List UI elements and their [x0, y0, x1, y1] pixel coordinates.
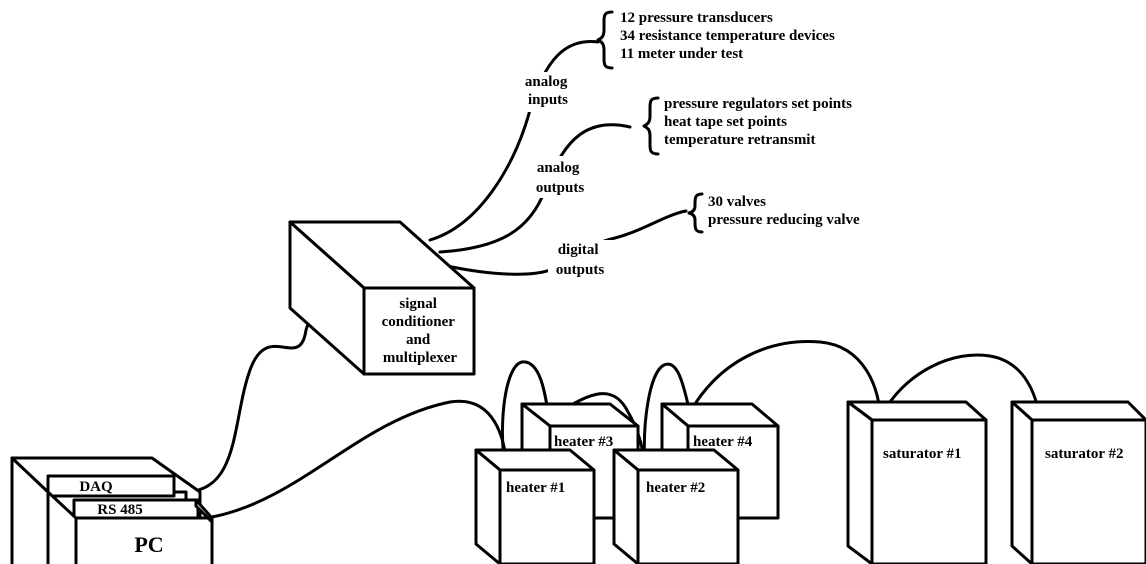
digital-outputs-group: digital outputs 30 valves pressure reduc… [548, 192, 860, 280]
rs485-label: RS 485 [97, 502, 142, 518]
analog-input-item: 34 resistance temperature devices [620, 28, 835, 44]
analog-outputs-label: analog outputs [536, 160, 585, 196]
analog-input-item: 11 meter under test [620, 46, 743, 62]
heater-1: heater #1 [474, 448, 596, 564]
saturator-1-label: saturator #1 [883, 446, 961, 462]
heater-2: heater #2 [612, 448, 740, 564]
analog-outputs-brace [642, 96, 660, 156]
signal-conditioner-box: signal conditioner and multiplexer [288, 220, 476, 376]
heater-3-label: heater #3 [554, 434, 613, 450]
wire-heater1-to-heater3 [500, 360, 551, 470]
wire-heater2-to-heater4 [642, 362, 692, 470]
wire-heater4-to-saturator1 [688, 340, 882, 420]
digital-outputs-brace [687, 192, 704, 234]
wire-daq-to-conditioner [184, 306, 316, 494]
heater-1-label: heater #1 [506, 480, 565, 496]
analog-inputs-group: analog inputs 12 pressure transducers 34… [524, 10, 839, 112]
heater-2-label: heater #2 [646, 480, 705, 496]
saturator-2-label: saturator #2 [1045, 446, 1123, 462]
conditioner-line-2: conditioner [382, 314, 456, 330]
analog-inputs-list: 12 pressure transducers 34 resistance te… [620, 10, 839, 62]
digital-outputs-list: 30 valves pressure reducing valve [708, 194, 860, 228]
analog-output-item: pressure regulators set points [664, 96, 852, 112]
conditioner-line-1: signal [399, 296, 437, 312]
pc-unit: DAQ RS 485 PC [10, 456, 214, 564]
analog-outputs-list: pressure regulators set points heat tape… [664, 96, 856, 148]
wire-saturator1-to-saturator2 [878, 353, 1042, 420]
conditioner-line-4: multiplexer [383, 350, 457, 366]
daq-card [46, 474, 176, 498]
saturator-2: saturator #2 [1010, 400, 1146, 564]
analog-input-item: 12 pressure transducers [620, 10, 773, 26]
analog-output-item: temperature retransmit [664, 132, 815, 148]
wire-rs485-to-heater1 [210, 399, 509, 519]
digital-output-item: pressure reducing valve [708, 212, 860, 228]
analog-inputs-brace [596, 10, 614, 70]
digital-output-item: 30 valves [708, 194, 766, 210]
analog-output-item: heat tape set points [664, 114, 787, 130]
analog-outputs-group: analog outputs pressure regulators set p… [532, 96, 856, 198]
pc-label: PC [134, 532, 163, 557]
analog-inputs-label: analog inputs [525, 74, 571, 108]
conditioner-label: signal conditioner and multiplexer [382, 296, 459, 366]
saturator-1: saturator #1 [846, 400, 988, 564]
heater-4-label: heater #4 [693, 434, 753, 450]
wire-analog-inputs [428, 40, 600, 242]
conditioner-line-3: and [406, 332, 431, 348]
digital-outputs-label: digital outputs [556, 242, 605, 278]
daq-label: DAQ [79, 479, 113, 495]
